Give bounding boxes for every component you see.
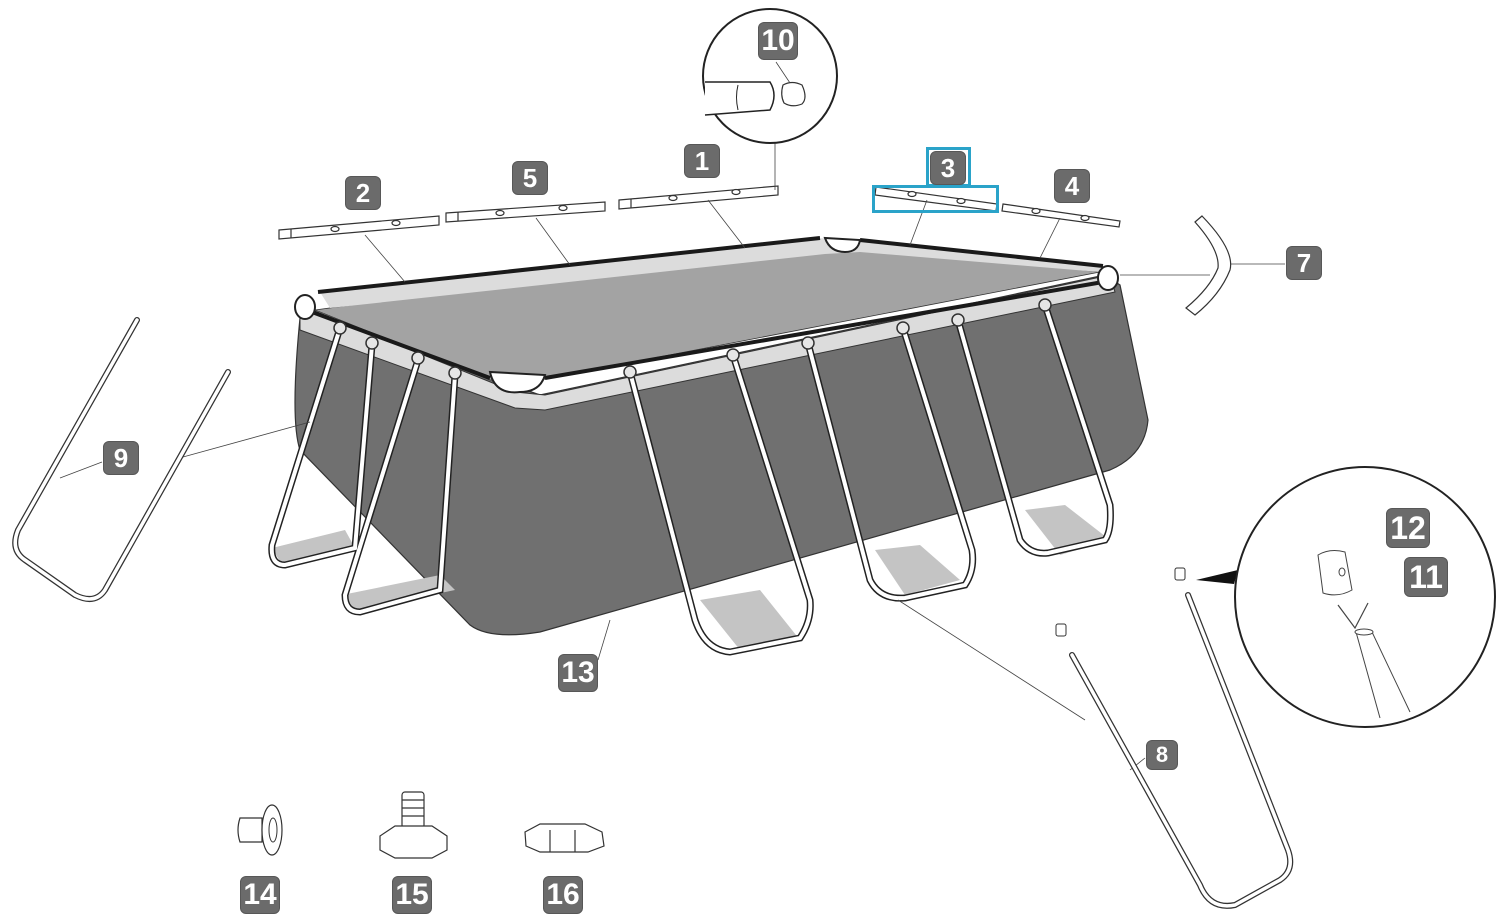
pool-legs <box>268 298 1114 656</box>
callout-2: 2 <box>345 176 381 210</box>
drain-valve-part-15 <box>379 791 448 859</box>
rail-1 <box>618 185 779 210</box>
rail-5 <box>445 201 606 223</box>
callout-14: 14 <box>240 876 280 914</box>
callout-3: 3 <box>930 151 966 185</box>
rail-4 <box>1001 203 1121 228</box>
strainer-plug-part-14 <box>237 804 283 856</box>
callout-16: 16 <box>543 876 583 914</box>
callout-8: 8 <box>1146 740 1178 770</box>
u-leg-part-8 <box>1055 567 1294 909</box>
rail-2 <box>278 215 440 240</box>
callout-4: 4 <box>1054 169 1090 203</box>
detail-circle-10 <box>702 8 838 144</box>
top-rails <box>278 185 1121 240</box>
detail-circle-11-12 <box>1234 466 1496 728</box>
pool-liner <box>294 236 1149 636</box>
callout-5: 5 <box>512 161 548 195</box>
callout-10: 10 <box>758 22 798 60</box>
callout-12: 12 <box>1386 508 1430 548</box>
callout-15: 15 <box>392 876 432 914</box>
callout-11: 11 <box>1404 557 1448 597</box>
callout-13: 13 <box>558 654 598 692</box>
callout-1: 1 <box>684 144 720 178</box>
callout-9: 9 <box>103 441 139 475</box>
callout-7: 7 <box>1286 246 1322 280</box>
u-leg-part-9 <box>12 317 231 602</box>
drain-cap-part-16 <box>524 823 605 853</box>
part-3-highlight-rail-box <box>872 185 999 213</box>
corner-joint-part <box>1185 215 1232 316</box>
